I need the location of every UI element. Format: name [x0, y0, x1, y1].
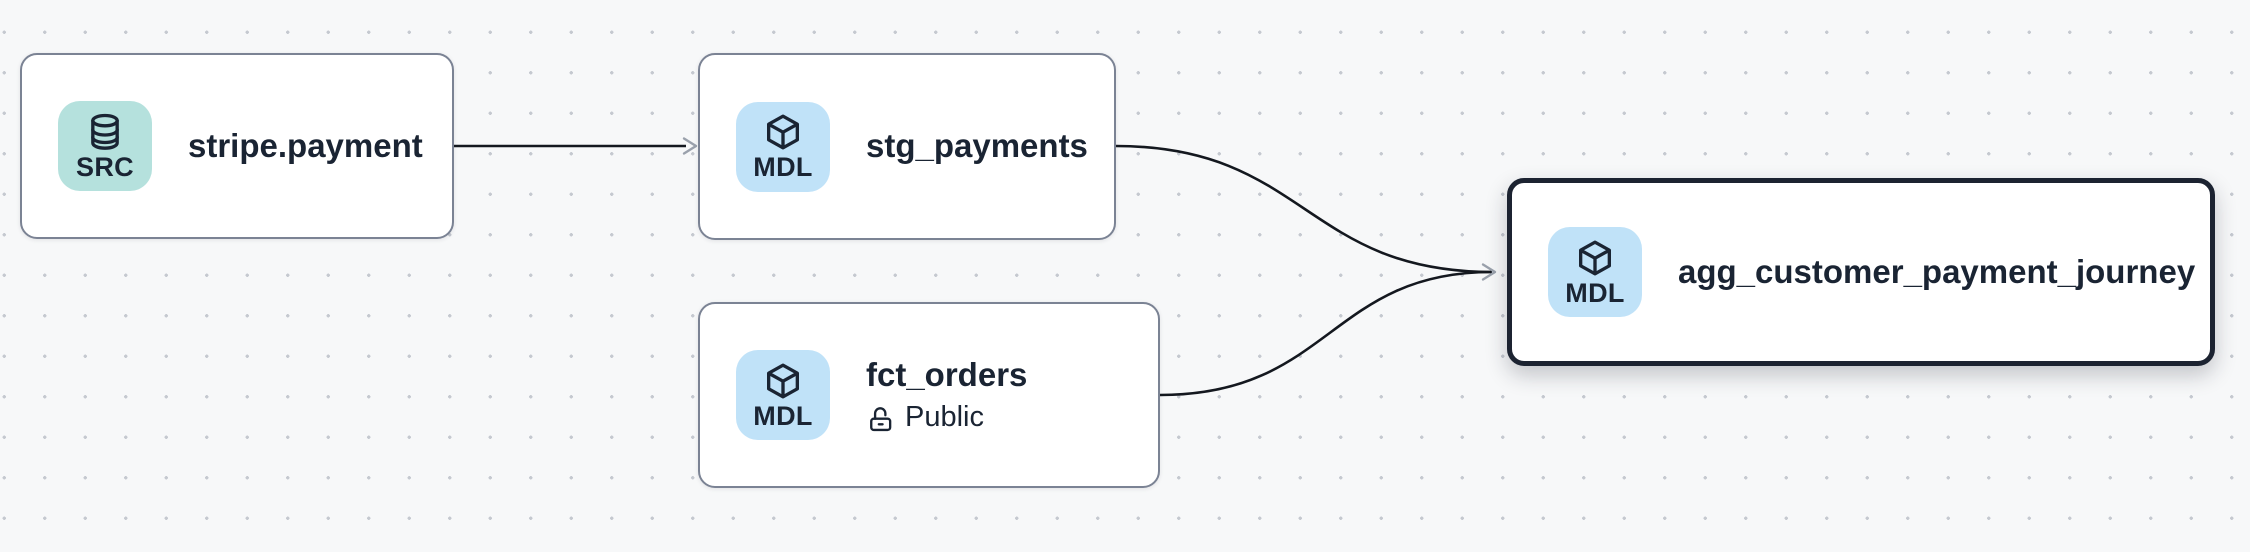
- node-title: stripe.payment: [188, 126, 423, 164]
- model-badge: MDL: [736, 350, 830, 440]
- node-title: stg_payments: [866, 127, 1088, 165]
- cube-icon: [1579, 240, 1611, 275]
- node-title: agg_customer_payment_journey: [1678, 252, 2196, 290]
- access-row: Public: [866, 401, 1027, 434]
- cube-icon: [767, 363, 799, 398]
- badge-label: SRC: [76, 151, 134, 182]
- node-agg-customer-payment-journey[interactable]: MDL agg_customer_payment_journey: [1507, 178, 2215, 366]
- badge-label: MDL: [1565, 277, 1625, 308]
- node-fct-orders[interactable]: MDL fct_orders Public: [698, 302, 1160, 488]
- badge-label: MDL: [753, 400, 813, 431]
- badge-label: MDL: [753, 152, 813, 182]
- node-title: fct_orders: [866, 356, 1028, 394]
- access-label: Public: [905, 401, 984, 434]
- edge-stg-payments-to-agg-customer-payment-journey[interactable]: [1115, 144, 1493, 274]
- model-badge: MDL: [736, 101, 830, 192]
- edge-fct-orders-to-agg-customer-payment-journey[interactable]: [1159, 270, 1493, 397]
- database-icon: [91, 113, 119, 150]
- node-stripe-payment[interactable]: SRC stripe.payment: [20, 53, 454, 239]
- node-stg-payments[interactable]: MDL stg_payments: [698, 53, 1116, 240]
- model-badge: MDL: [1548, 227, 1642, 317]
- lock-open-icon: [870, 407, 892, 432]
- source-badge: SRC: [58, 101, 152, 191]
- cube-icon: [767, 114, 799, 150]
